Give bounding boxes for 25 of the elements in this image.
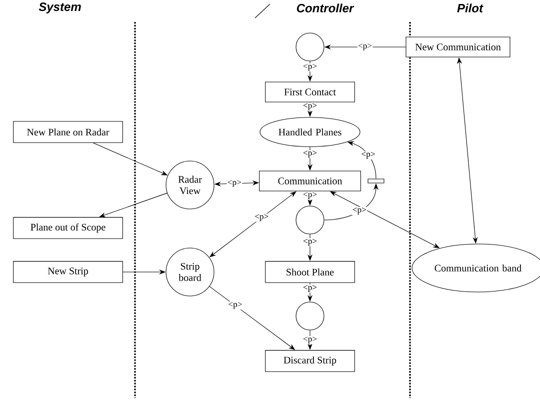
lane-heading: System — [38, 2, 81, 14]
edge-label: <p> — [254, 214, 270, 222]
place-circle — [296, 206, 324, 234]
edge-label: <p> — [302, 284, 318, 293]
edge-label: <p> — [302, 102, 318, 111]
arrow — [99, 192, 168, 218]
edge-label: <p> — [302, 192, 318, 200]
edge-label: <p> — [302, 336, 318, 344]
edge-label: <p> — [226, 179, 242, 188]
place-box: Plane out of Scope — [13, 217, 123, 239]
edge-label: <p> — [357, 42, 373, 52]
lane-heading: Controller — [296, 4, 354, 12]
place-box: Discard Strip — [265, 350, 355, 372]
place-box: New Communication — [406, 36, 510, 58]
edge-label: <p> — [302, 63, 318, 72]
edge-label: <p> — [302, 238, 318, 246]
edge-label: <p> — [360, 151, 376, 160]
place-box: New Strip — [13, 261, 123, 283]
place-box: New Plane on Radar — [13, 121, 123, 143]
edge-label: <p> — [352, 206, 368, 215]
lane-heading: Pilot — [457, 4, 484, 12]
transition-bar — [368, 178, 384, 184]
place-circle — [296, 302, 324, 330]
edge-label: <p> — [302, 150, 318, 158]
edge-label: <p> — [228, 301, 243, 310]
